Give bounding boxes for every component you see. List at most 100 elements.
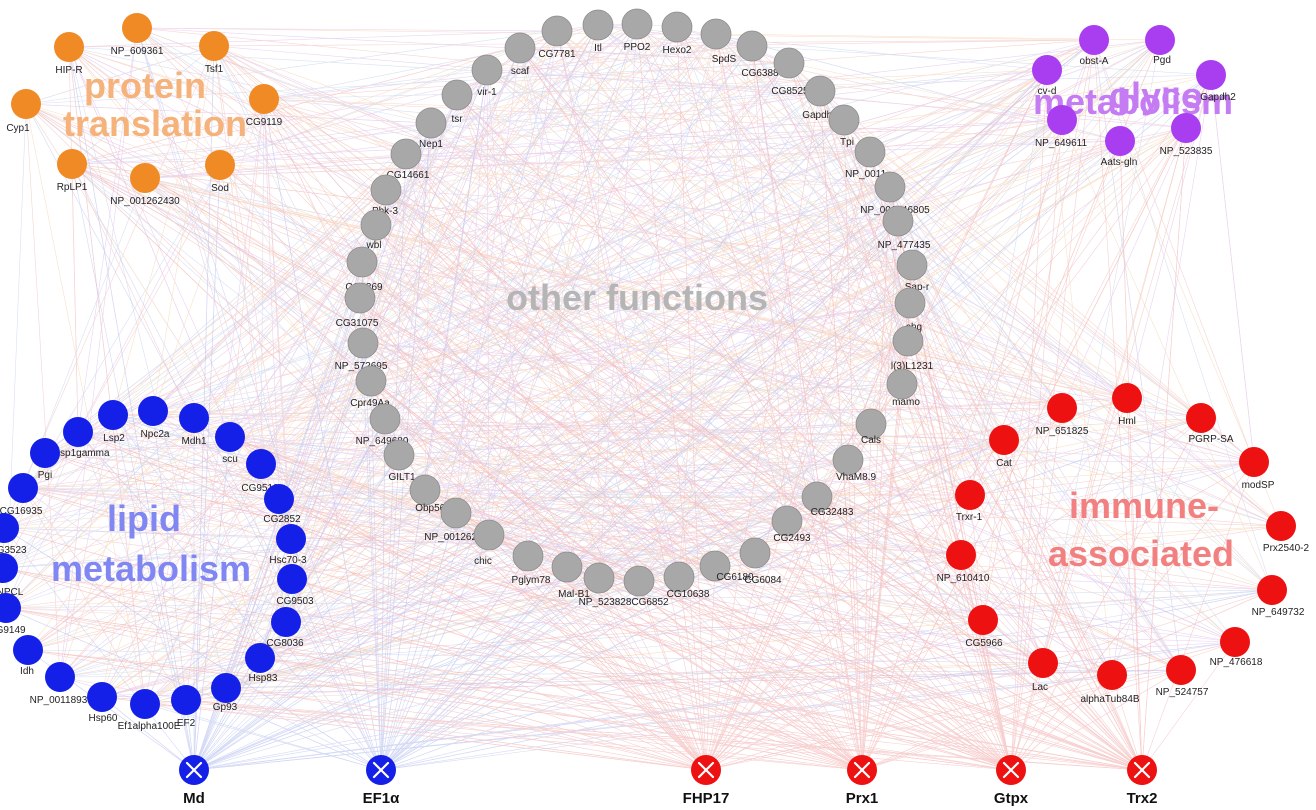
node-nep1[interactable]: Nep1 <box>415 107 447 150</box>
target-node-md[interactable]: Md <box>179 755 209 807</box>
node-pgd[interactable]: Pgd <box>1145 25 1175 66</box>
node-sap-r[interactable]: Sap-r <box>896 249 930 293</box>
node-npc2a[interactable]: Npc2a <box>138 396 170 440</box>
node-cg10638[interactable]: CG10638 <box>663 561 710 600</box>
target-node-gtpx[interactable]: Gtpx <box>994 755 1029 807</box>
node-cg7781[interactable]: CG7781 <box>538 15 576 60</box>
node-cg9510[interactable]: CG9510 <box>241 449 279 494</box>
node-cg6084[interactable]: CG6084 <box>739 537 782 586</box>
node-cpr49aa[interactable]: Cpr49Aa <box>350 365 390 409</box>
node-mdh1[interactable]: Mdh1 <box>179 403 209 447</box>
node-cg2852[interactable]: CG2852 <box>263 484 301 525</box>
node-sod[interactable]: Sod <box>205 150 235 194</box>
node-obst-a[interactable]: obst-A <box>1079 25 1109 67</box>
node-itl[interactable]: Itl <box>582 9 614 54</box>
node-np-610410[interactable]: NP_610410 <box>937 540 990 584</box>
node-cg32483[interactable]: CG32483 <box>801 481 854 518</box>
node-mal-b1[interactable]: Mal-B1 <box>551 551 590 600</box>
node-cv-d[interactable]: cv-d <box>1032 55 1062 97</box>
node-np-477435[interactable]: NP_477435 <box>878 205 931 251</box>
node-cg16935[interactable]: CG16935 <box>0 473 43 517</box>
node-tsr[interactable]: tsr <box>441 79 473 125</box>
node-lac[interactable]: Lac <box>1028 648 1058 693</box>
node-hexo2[interactable]: Hexo2 <box>661 11 693 56</box>
node-mamo[interactable]: mamo <box>886 368 920 408</box>
node-cals[interactable]: Cals <box>855 408 887 446</box>
node-vir-1[interactable]: vir-1 <box>471 54 503 98</box>
node-rplp1[interactable]: RpLP1 <box>57 149 88 193</box>
node-np-0011[interactable]: NP_0011___ <box>845 136 903 180</box>
node-pglym78[interactable]: Pglym78 <box>512 540 551 586</box>
node-hsp60[interactable]: Hsp60 <box>87 682 118 724</box>
node-np-649680[interactable]: NP_649680 <box>356 403 409 447</box>
node-gp93[interactable]: Gp93 <box>211 673 241 713</box>
node-cg6180[interactable]: CG6180 <box>699 550 754 583</box>
node-hsp83[interactable]: Hsp83 <box>245 643 278 684</box>
node-l-3-l1231[interactable]: l(3)L1231 <box>891 325 934 372</box>
node-cg31075[interactable]: CG31075 <box>336 282 379 329</box>
node-cg9149[interactable]: CG9149 <box>0 593 26 636</box>
node-ef1alpha100e[interactable]: Ef1alpha100E <box>118 689 181 732</box>
node-np-649611[interactable]: NP_649611 <box>1035 105 1088 149</box>
node-scaf[interactable]: scaf <box>504 32 536 77</box>
node-cat[interactable]: Cat <box>989 425 1019 469</box>
node-cg14661[interactable]: CG14661 <box>387 138 430 181</box>
node-idh[interactable]: Idh <box>13 635 43 677</box>
target-node-trx2[interactable]: Trx2 <box>1127 755 1158 807</box>
target-node-fhp17[interactable]: FHP17 <box>683 755 730 807</box>
node-cg9119[interactable]: CG9119 <box>246 84 283 128</box>
target-node-ef1[interactable]: EF1α <box>363 755 401 807</box>
node-np-523828[interactable]: NP_523828 <box>579 562 632 608</box>
node-np-001189307[interactable]: NP_001189307 <box>30 662 99 706</box>
node-tpi[interactable]: Tpi <box>828 104 860 148</box>
node-hsc70-3[interactable]: Hsc70-3 <box>269 524 307 566</box>
node-gapdh2[interactable]: Gapdh2 <box>1196 60 1236 103</box>
node-np-572695[interactable]: NP_572695 <box>335 327 388 372</box>
node-lsp2[interactable]: Lsp2 <box>98 400 128 444</box>
node-cg3523[interactable]: CG3523 <box>0 513 27 556</box>
target-node-prx1[interactable]: Prx1 <box>846 755 879 807</box>
node-pgrp-sa[interactable]: PGRP-SA <box>1186 403 1234 445</box>
node-ef2[interactable]: EF2 <box>171 685 201 729</box>
node-gapdh1[interactable]: Gapdh1 <box>802 75 838 121</box>
node-np-523835[interactable]: NP_523835 <box>1160 113 1213 157</box>
node-cg2493[interactable]: CG2493 <box>771 505 811 544</box>
node-pgi[interactable]: Pgi <box>30 438 60 481</box>
node-hip-r[interactable]: HIP-R <box>54 32 84 76</box>
node-cyp1[interactable]: Cyp1 <box>6 89 41 134</box>
node-circle <box>346 246 378 278</box>
node-cg8036[interactable]: CG8036 <box>266 607 304 649</box>
node-modsp[interactable]: modSP <box>1239 447 1275 491</box>
node-aats-gln[interactable]: Aats-gln <box>1101 126 1138 168</box>
node-chic[interactable]: chic <box>473 519 505 567</box>
node-scu[interactable]: scu <box>215 422 245 465</box>
node-np-001262885[interactable]: NP_001262885 <box>424 497 494 543</box>
node-cg6852[interactable]: CG6852 <box>623 565 669 608</box>
node-lsp1gamma[interactable]: Lsp1gamma <box>54 417 110 459</box>
node-circle <box>955 480 985 510</box>
node-np-001262430[interactable]: NP_001262430 <box>110 163 180 207</box>
node-spds[interactable]: SpdS <box>700 18 737 65</box>
node-cg5966[interactable]: CG5966 <box>965 605 1003 649</box>
node-label: Idh <box>20 666 34 677</box>
node-trxr-1[interactable]: Trxr-1 <box>955 480 985 523</box>
node-np-651825[interactable]: NP_651825 <box>1036 393 1089 437</box>
node-np-524757[interactable]: NP_524757 <box>1156 655 1209 698</box>
node-ppo2[interactable]: PPO2 <box>621 8 653 53</box>
node-obp56d[interactable]: Obp56d <box>409 474 451 514</box>
node-vham8-9[interactable]: VhaM8.9 <box>832 444 876 483</box>
node-gilt1[interactable]: GILT1 <box>383 439 416 483</box>
node-prx2540-2[interactable]: Prx2540-2 <box>1263 511 1310 554</box>
node-npcl[interactable]: NPCL <box>0 553 24 598</box>
node-cg9503[interactable]: CG9503 <box>276 564 314 607</box>
node-wbl[interactable]: wbl <box>360 209 392 251</box>
node-alphatub84b[interactable]: alphaTub84B <box>1080 660 1140 705</box>
node-cg8525[interactable]: CG8525 <box>771 47 809 97</box>
node-cg6388[interactable]: CG6388 <box>736 30 779 79</box>
node-hml[interactable]: Hml <box>1112 383 1142 427</box>
node-np-609361[interactable]: NP_609361 <box>111 13 164 57</box>
node-phk-3[interactable]: Phk-3 <box>370 174 402 217</box>
node-np-476618[interactable]: NP_476618 <box>1210 627 1263 668</box>
node-tsf1[interactable]: Tsf1 <box>199 31 229 75</box>
node-np-649732[interactable]: NP_649732 <box>1252 575 1305 618</box>
